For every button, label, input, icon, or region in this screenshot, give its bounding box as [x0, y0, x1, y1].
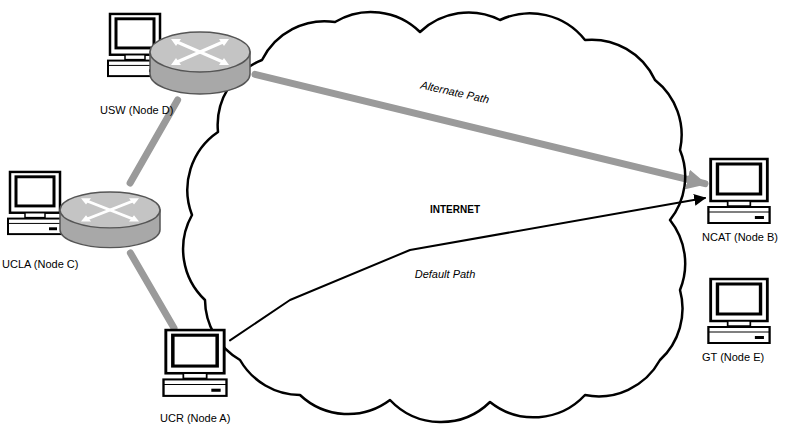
node-label: NCAT (Node B)	[702, 231, 778, 244]
computer-icon	[705, 277, 773, 347]
computer-icon	[5, 170, 65, 238]
network-host: UCR (Node A)	[155, 325, 245, 429]
cloud-label: INTERNET	[430, 204, 480, 216]
node-label: UCLA (Node C)	[2, 258, 78, 271]
node-label: GT (Node E)	[702, 351, 764, 364]
router-symbol	[145, 22, 255, 100]
node-label: USW (Node D)	[100, 104, 173, 117]
path-label: Alternate Path	[418, 78, 493, 107]
alternate-path	[255, 74, 705, 183]
default-path	[230, 198, 705, 340]
path-label: Default Path	[413, 268, 478, 281]
router-symbol	[55, 183, 165, 253]
node-label: UCR (Node A)	[160, 412, 230, 425]
computer-icon	[160, 328, 230, 400]
alternate-path	[130, 253, 174, 328]
network-host: GT (Node E)	[700, 275, 786, 367]
computer-icon	[705, 157, 773, 227]
network-host: NCAT (Node B)	[700, 155, 786, 247]
network-host: UCLA (Node C)	[0, 163, 168, 275]
network-host: USW (Node D)	[100, 8, 260, 120]
